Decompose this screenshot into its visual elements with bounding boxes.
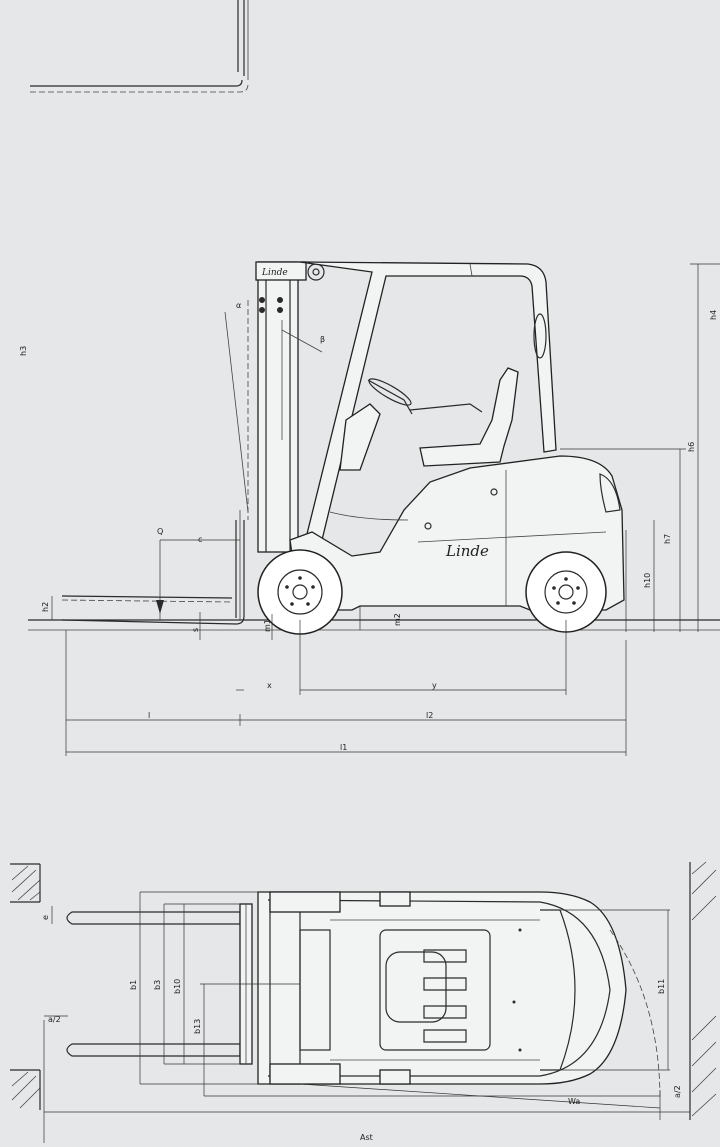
seat-and-steering	[339, 367, 519, 471]
label-alpha: α	[236, 301, 241, 310]
side-labels: h3 h4 h6 h7 h10 h2 α β Q c s m1 m2 x y l…	[19, 301, 718, 752]
label-Q: Q	[157, 527, 163, 536]
top-dimensions	[43, 891, 690, 1143]
label-b11: b11	[657, 979, 666, 994]
label-h2: h2	[41, 602, 50, 612]
front-wheel	[257, 549, 343, 635]
label-beta: β	[320, 335, 325, 344]
label-h3: h3	[19, 346, 28, 356]
aisle-wall-left	[10, 863, 41, 1110]
label-s: s	[191, 628, 200, 632]
label-m1: m1	[263, 619, 272, 632]
label-x: x	[267, 681, 272, 690]
overhead-guard	[299, 261, 557, 541]
top-labels: e b1 b3 b10 b13 b11 a/2 a/2 Wa Ast	[41, 915, 682, 1142]
label-c: c	[198, 535, 202, 544]
side-view: Linde Linde	[19, 261, 720, 756]
mast-brand-logo: Linde	[261, 268, 288, 278]
rear-wheel	[525, 551, 607, 633]
top-view: e b1 b3 b10 b13 b11 a/2 a/2 Wa Ast	[10, 861, 717, 1143]
label-b10: b10	[173, 979, 182, 994]
mast	[224, 261, 325, 553]
label-e: e	[41, 915, 50, 920]
label-b1: b1	[129, 980, 138, 990]
top-partial-mast-view	[30, 0, 249, 93]
label-a-half-right: a/2	[673, 1085, 682, 1098]
label-l1: l1	[340, 743, 347, 752]
label-m2: m2	[393, 613, 402, 626]
label-l2: l2	[426, 711, 433, 720]
label-h7: h7	[663, 534, 672, 544]
fork	[61, 510, 245, 625]
label-y: y	[432, 681, 437, 690]
label-h10: h10	[643, 573, 652, 588]
label-l: l	[148, 711, 150, 720]
side-dimensions	[51, 263, 720, 756]
brand-logo: Linde	[445, 542, 489, 560]
truck-top-outline	[257, 891, 627, 1085]
label-b3: b3	[153, 980, 162, 990]
label-h4: h4	[709, 310, 718, 320]
label-a-half-left: a/2	[48, 1015, 61, 1024]
label-Ast: Ast	[360, 1133, 373, 1142]
aisle-wall-right	[689, 861, 717, 1120]
label-h6: h6	[687, 442, 696, 452]
label-b13: b13	[193, 1019, 202, 1034]
label-Wa: Wa	[568, 1097, 580, 1106]
